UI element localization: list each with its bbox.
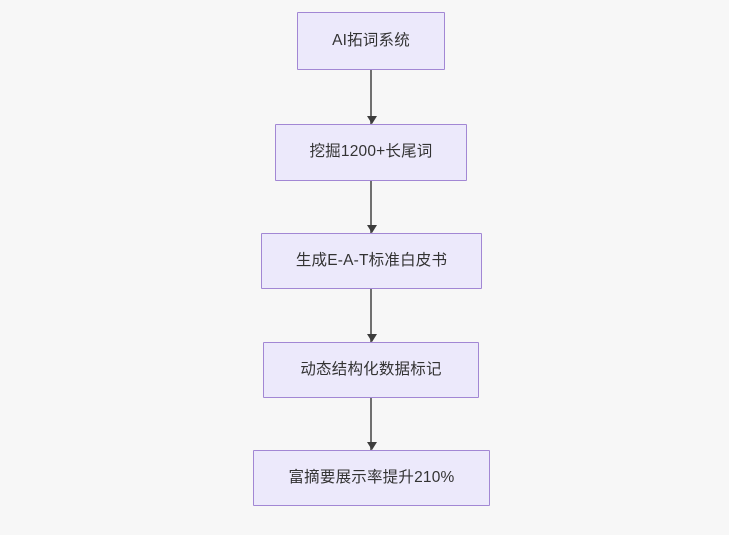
arrowhead-icon [366,442,377,450]
flow-node-label: 富摘要展示率提升210% [288,468,455,486]
flow-node-generate-eat-whitepaper[interactable]: 生成E-A-T标准白皮书 [261,233,482,289]
flow-node-ai-keyword-system[interactable]: AI拓词系统 [297,12,445,70]
arrowhead-icon [366,334,377,342]
flow-node-rich-snippet-rate-increase[interactable]: 富摘要展示率提升210% [253,450,490,506]
flow-node-label: 生成E-A-T标准白皮书 [295,251,448,269]
flow-node-dynamic-structured-data-markup[interactable]: 动态结构化数据标记 [263,342,479,398]
edge-line [370,398,372,450]
flow-node-label: 动态结构化数据标记 [300,360,442,378]
flow-node-label: AI拓词系统 [332,31,410,49]
edge-line [370,289,372,342]
edge-line [370,181,372,233]
flow-node-mine-longtail-keywords[interactable]: 挖掘1200+长尾词 [275,124,467,181]
edge-line [370,70,372,124]
arrowhead-icon [366,116,377,124]
flow-node-label: 挖掘1200+长尾词 [309,143,433,161]
arrowhead-icon [366,225,377,233]
